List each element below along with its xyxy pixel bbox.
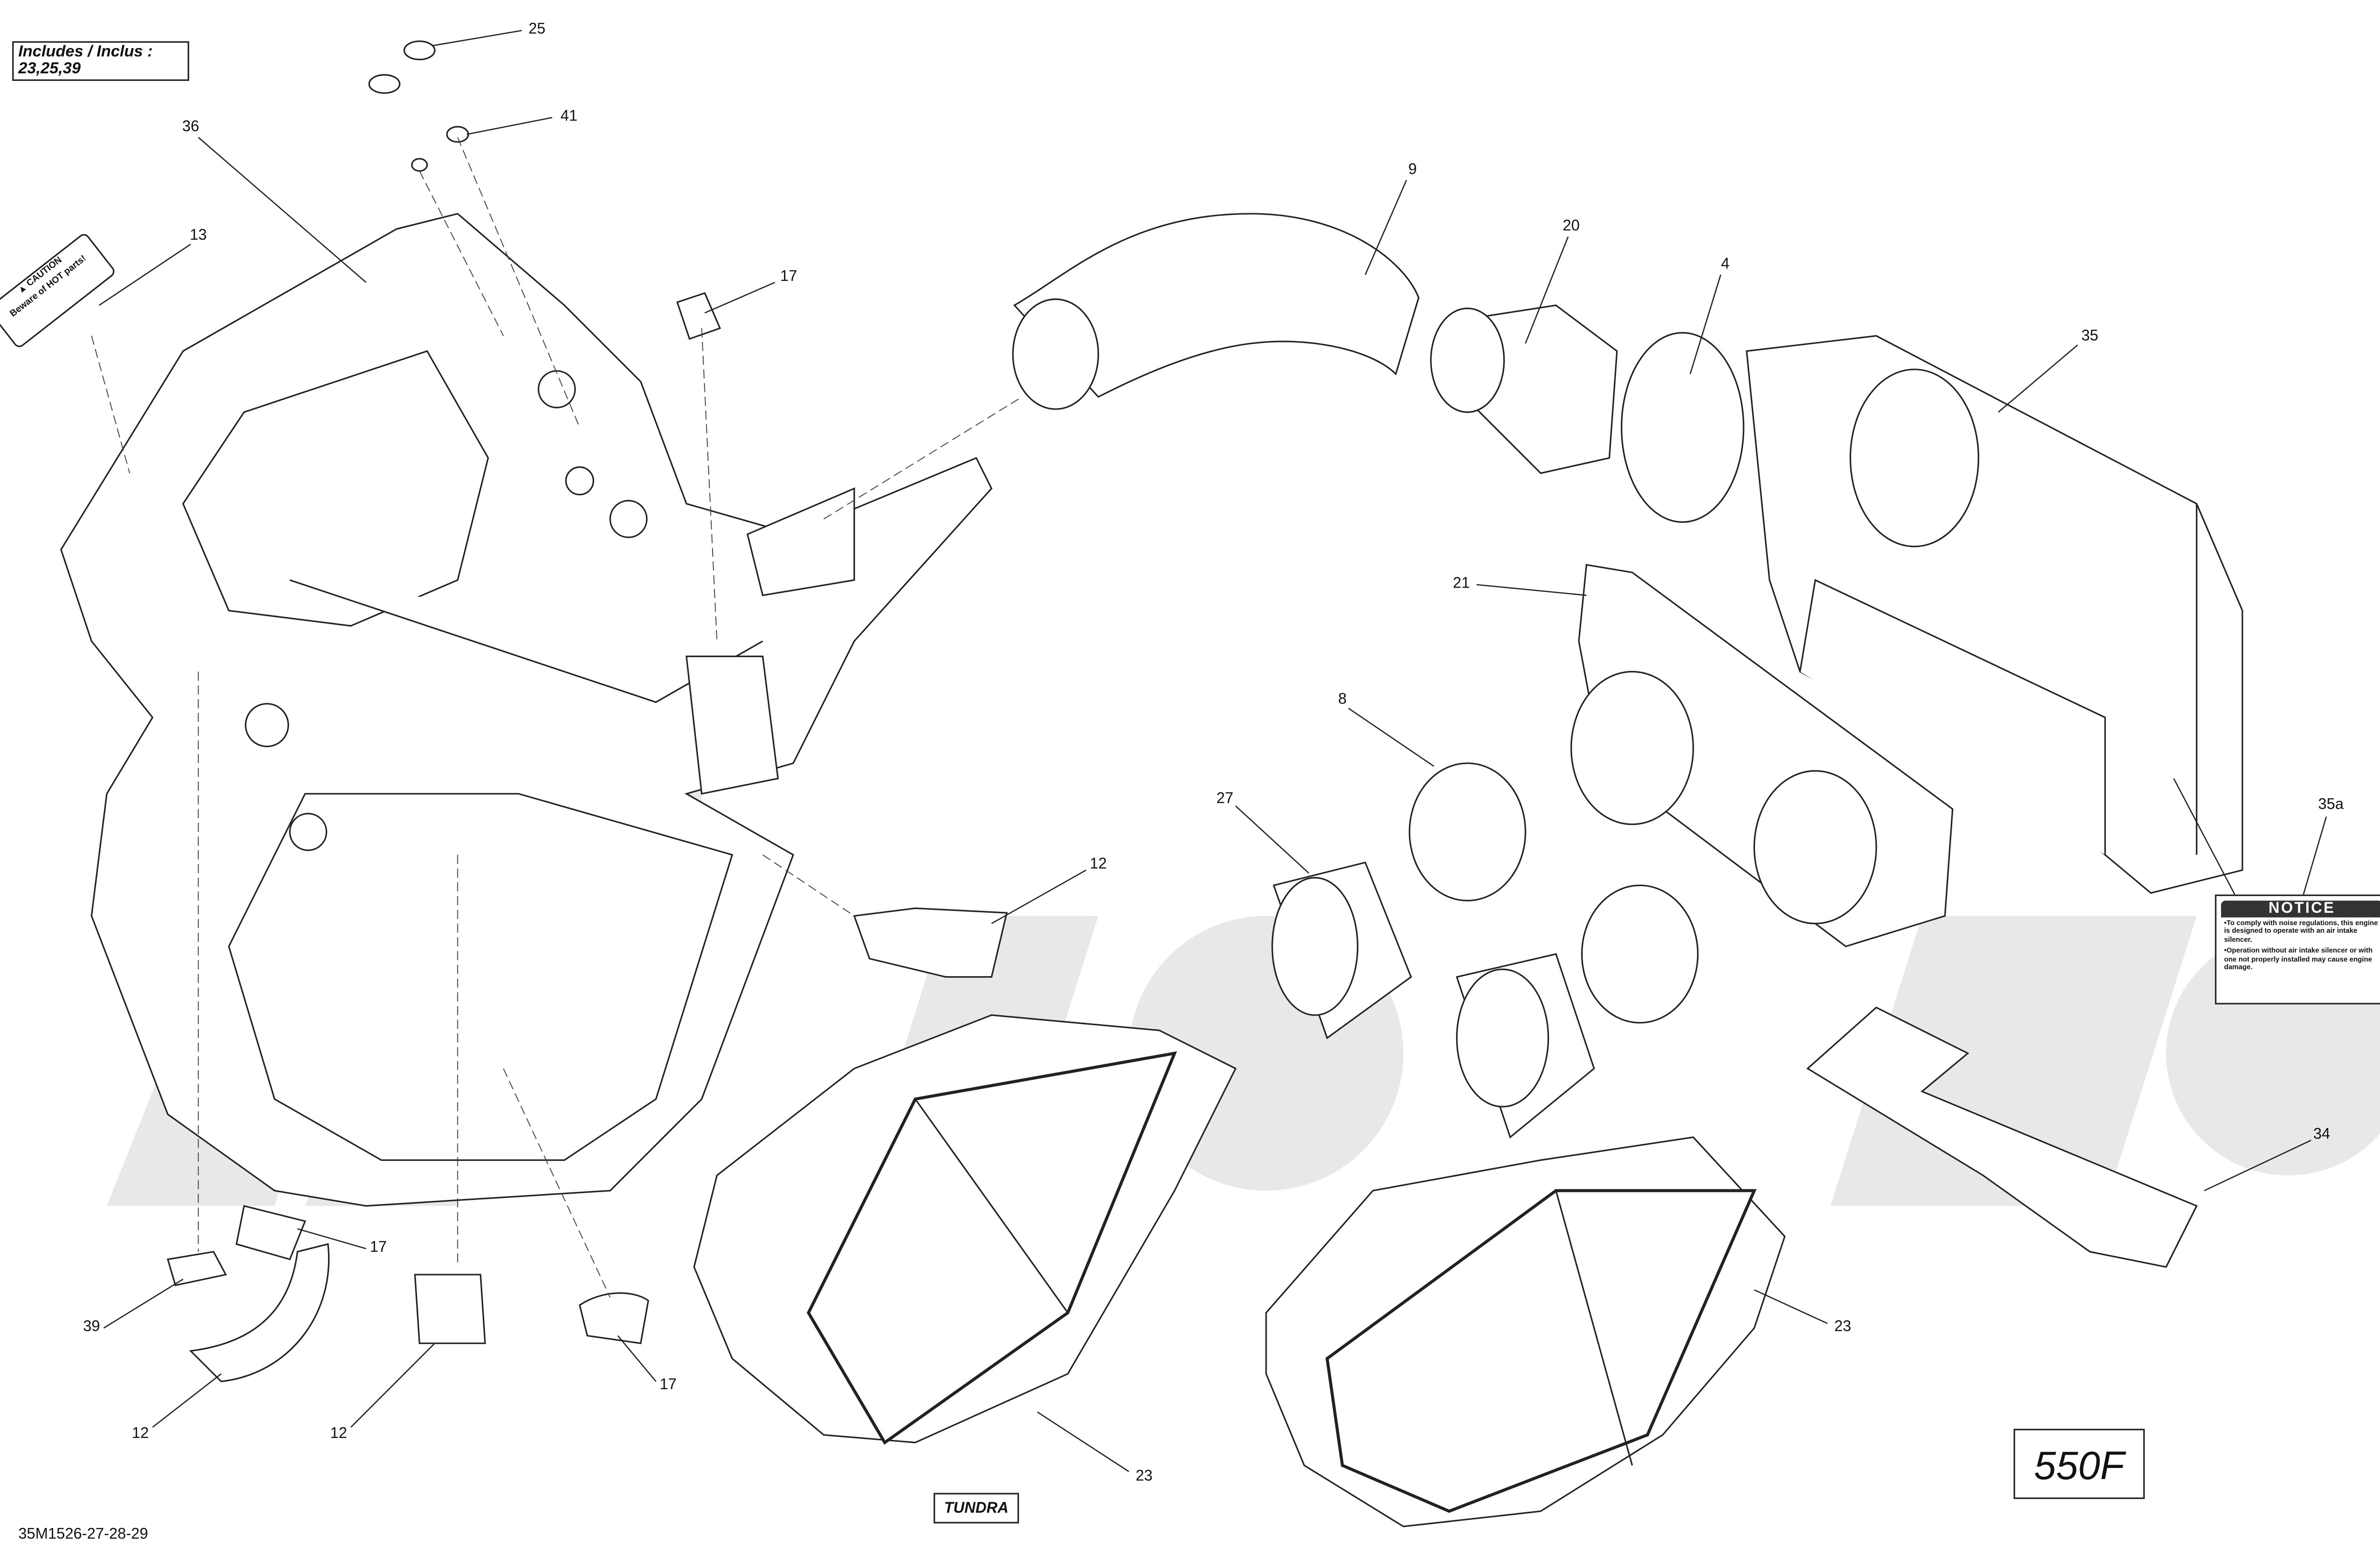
callout-27: 27 (1216, 790, 1234, 808)
callout-8: 8 (1338, 691, 1347, 709)
callout-36: 36 (182, 119, 199, 136)
o-ring-part-4 (1620, 332, 1745, 523)
model-label: 550F (2013, 1428, 2145, 1499)
callout-17: 17 (780, 269, 797, 286)
callout-13: 13 (189, 227, 207, 244)
notice-line-2: •Operation without air intake silencer o… (2224, 947, 2373, 971)
seal-part-23b (1265, 1136, 1786, 1527)
adapter-part-20 (1430, 304, 1618, 474)
callout-12-b: 12 (132, 1426, 149, 1443)
callout-9: 9 (1408, 161, 1417, 179)
callout-17-b: 17 (369, 1239, 387, 1257)
callout-41: 41 (560, 108, 578, 125)
callout-35: 35 (2081, 328, 2099, 345)
includes-list: 23,25,39 (18, 60, 81, 78)
notice-title: NOTICE (2221, 900, 2380, 918)
plate-part-34 (1806, 1006, 2198, 1268)
callout-20: 20 (1563, 218, 1580, 235)
intake-tube-part-9 (1012, 213, 1420, 410)
callout-21: 21 (1453, 575, 1470, 592)
includes-box: Includes / Inclus : 23,25,39 (12, 41, 189, 81)
airbox-housing-part-36 (60, 213, 992, 1207)
callout-34: 34 (2313, 1126, 2330, 1144)
callout-12: 12 (1090, 856, 1107, 873)
air-silencer-part-35 (1745, 335, 2243, 894)
clip-part-12 (853, 907, 1008, 978)
includes-title: Includes / Inclus : (18, 42, 153, 61)
callout-39: 39 (83, 1318, 100, 1336)
callout-23-b: 23 (1834, 1318, 1852, 1336)
notice-line-1: •To comply with noise regulations, this … (2224, 918, 2378, 943)
callout-35a: 35a (2318, 797, 2344, 814)
drawing-code: 35M1526-27-28-29 (18, 1526, 149, 1544)
seal-part-23a (693, 1014, 1237, 1445)
variant-label: TUNDRA (933, 1493, 1019, 1524)
clamp-part-8 (1408, 762, 1527, 902)
callout-4: 4 (1721, 256, 1730, 273)
callout-23: 23 (1135, 1468, 1153, 1486)
callout-17-c: 17 (659, 1377, 677, 1394)
callout-25: 25 (528, 21, 545, 39)
leader-lines (99, 30, 2327, 1472)
adapter-plate-part-21 (1570, 564, 1954, 948)
callout-12-c: 12 (330, 1426, 347, 1443)
clamp-part-8b (1581, 884, 1699, 1024)
notice-label-part-35a: NOTICE •To comply with noise regulations… (2215, 894, 2380, 1005)
coupler-part-27 (1271, 861, 1595, 1139)
